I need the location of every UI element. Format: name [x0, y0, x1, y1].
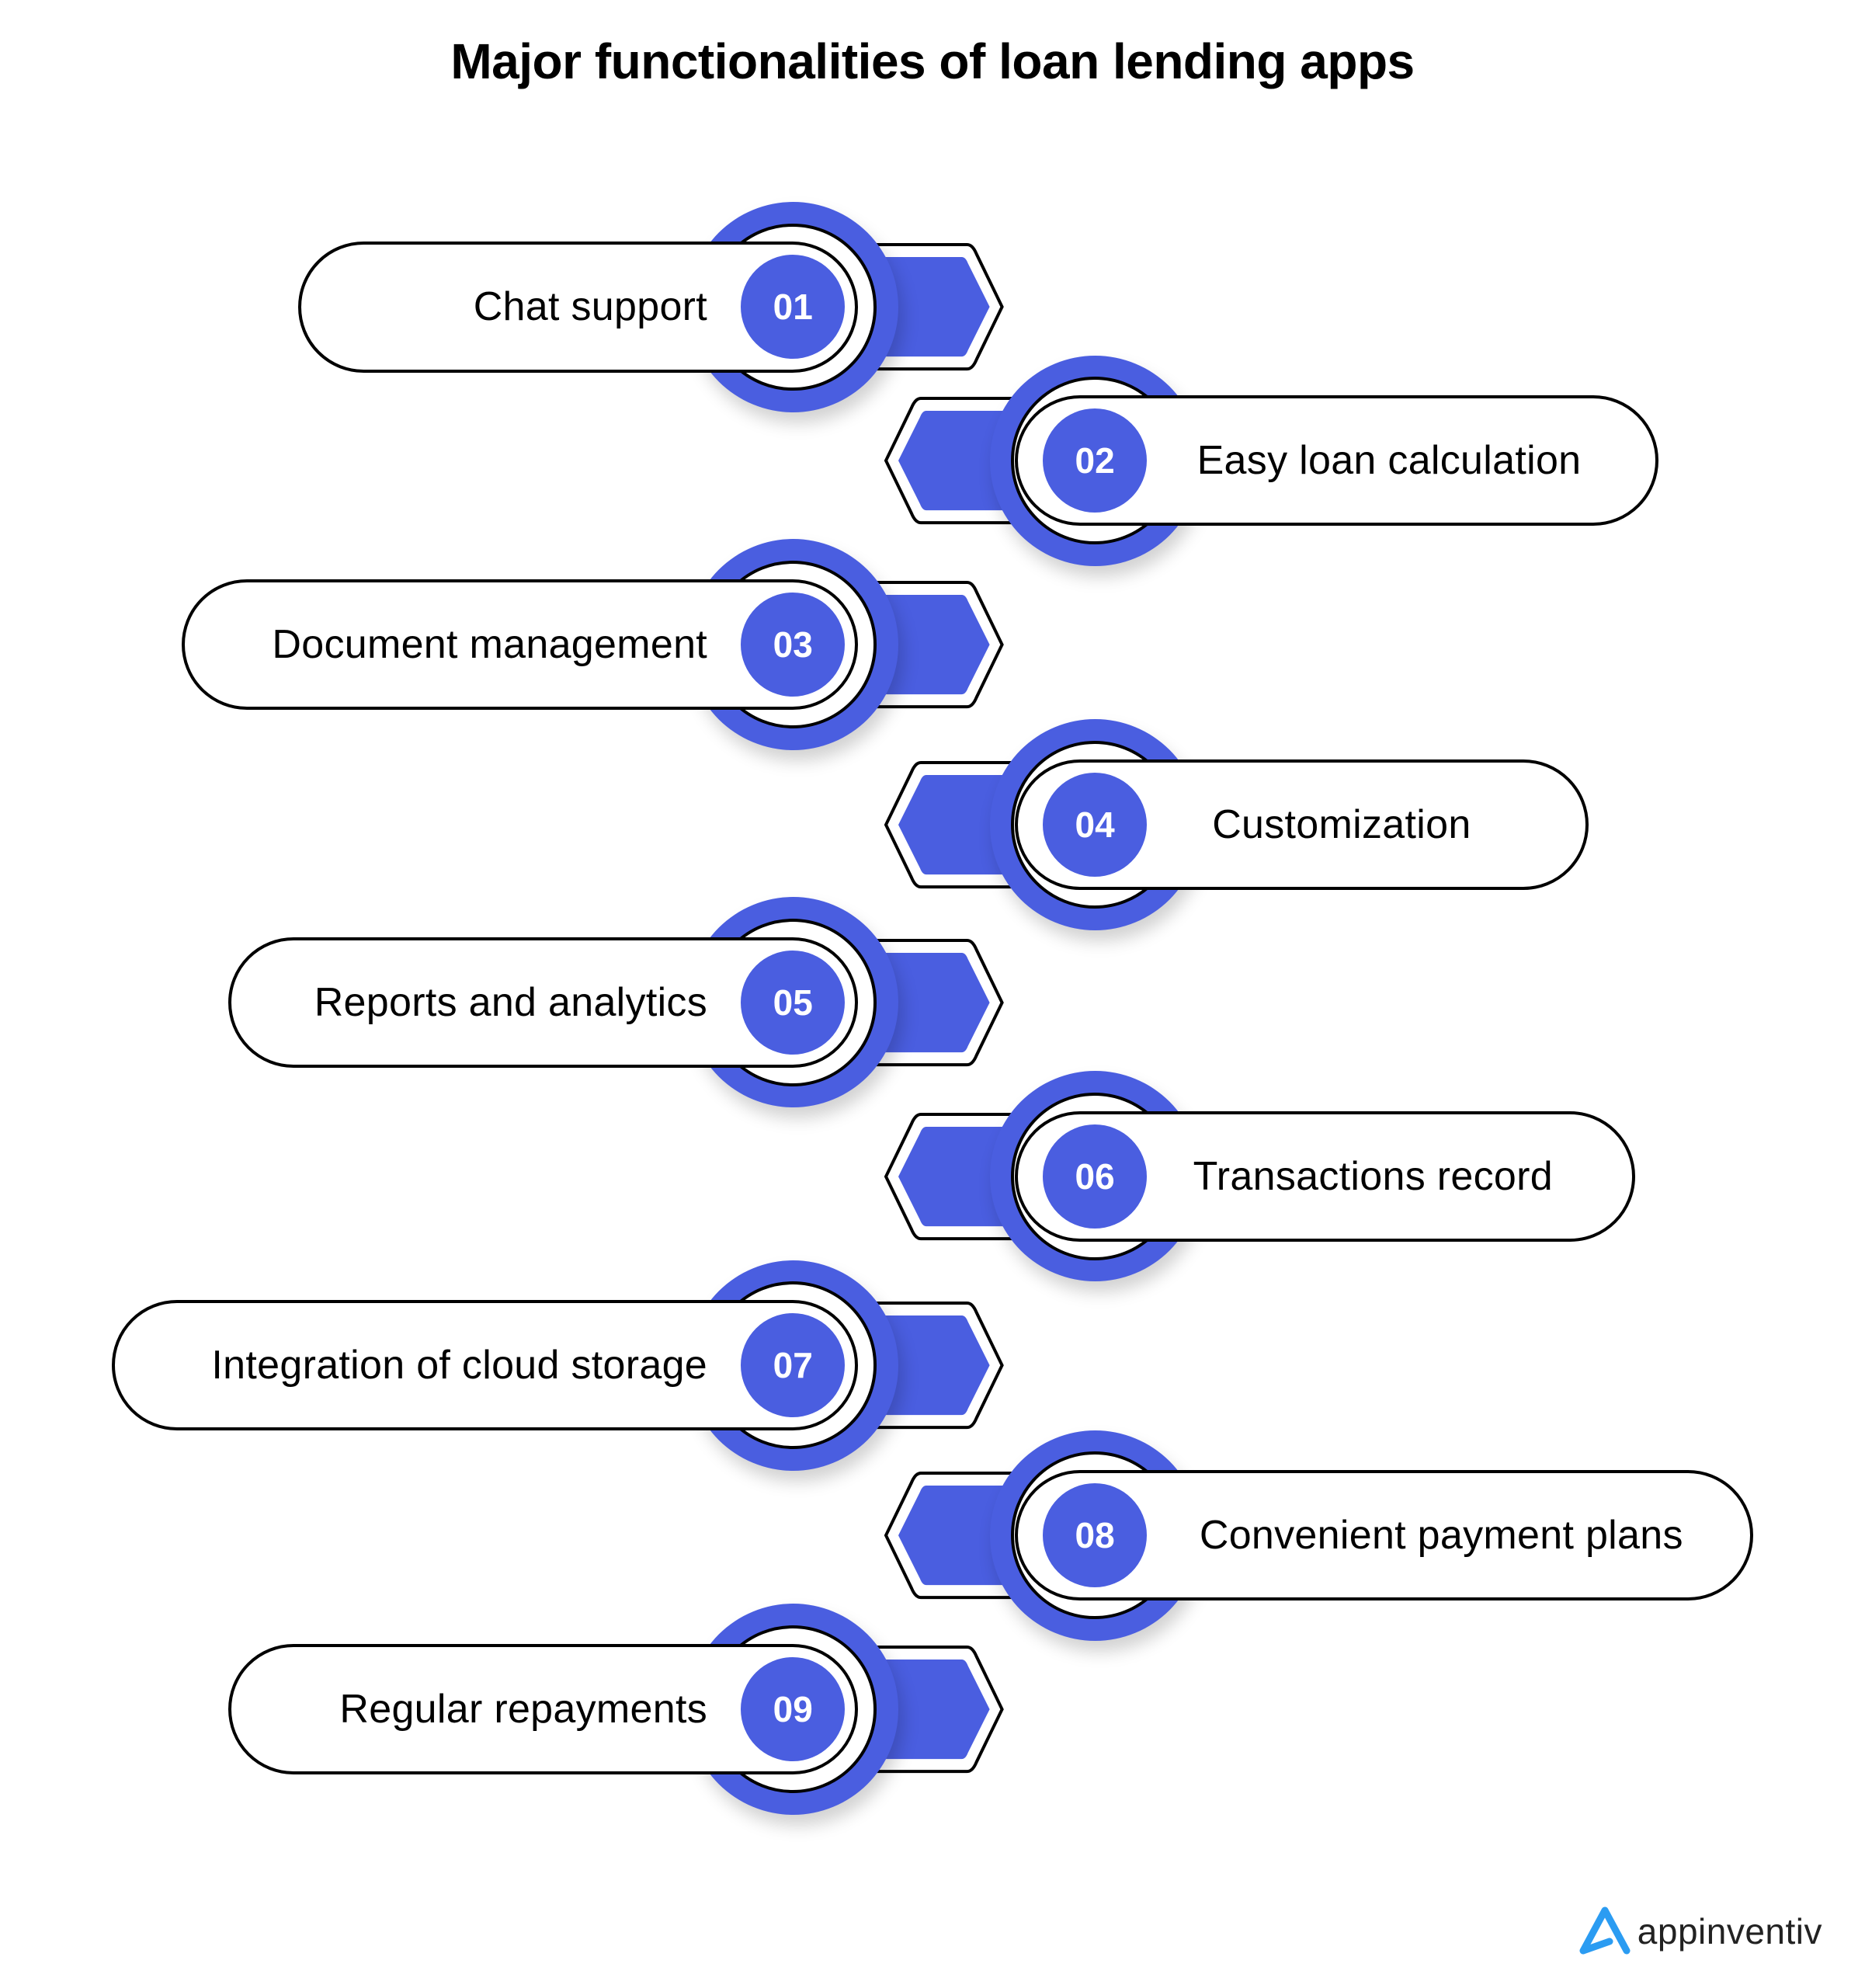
brand-logo: appinventiv — [1578, 1906, 1822, 1957]
page-title: Major functionalities of loan lending ap… — [450, 33, 1415, 89]
feature-pill: Reports and analytics — [228, 937, 858, 1068]
feature-label: Integration of cloud storage — [211, 1343, 708, 1388]
feature-label: Chat support — [473, 284, 708, 330]
step-number-badge: 03 — [741, 593, 846, 697]
logo-text: appinventiv — [1637, 1911, 1822, 1952]
feature-label: Regular repayments — [339, 1686, 708, 1732]
feature-label: Transactions record — [1193, 1153, 1553, 1199]
feature-label: Customization — [1212, 802, 1471, 848]
step-number-badge: 08 — [1043, 1483, 1148, 1588]
feature-label: Document management — [272, 622, 708, 668]
feature-label: Convenient payment plans — [1199, 1513, 1683, 1559]
step-number-badge: 06 — [1043, 1124, 1148, 1229]
feature-pill: Integration of cloud storage — [111, 1300, 858, 1431]
step-number-badge: 02 — [1043, 408, 1148, 513]
step-number-badge: 05 — [741, 950, 846, 1055]
step-number-badge: 01 — [741, 255, 846, 360]
step-number-badge: 09 — [741, 1657, 846, 1761]
feature-label: Reports and analytics — [314, 979, 708, 1025]
step-number-badge: 07 — [741, 1313, 846, 1418]
feature-label: Easy loan calculation — [1196, 438, 1582, 484]
appinventiv-a-icon — [1579, 1906, 1631, 1955]
feature-pill: Convenient payment plans — [1015, 1469, 1754, 1601]
step-number-badge: 04 — [1043, 773, 1148, 878]
